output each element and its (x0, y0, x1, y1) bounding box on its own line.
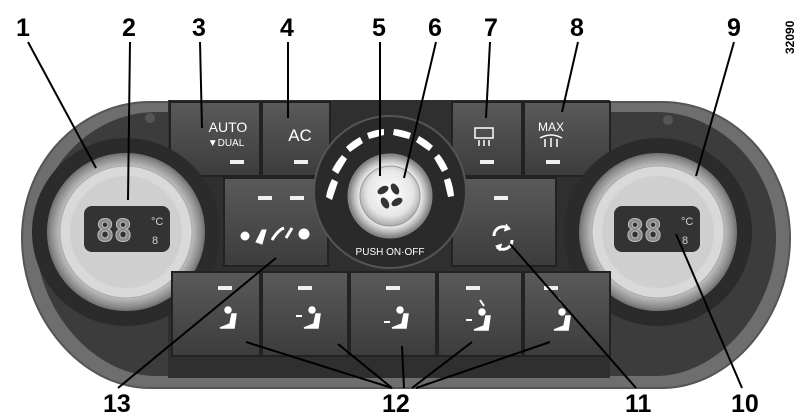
left-unit-sub: 8 (152, 235, 158, 247)
callout-3: 3 (192, 14, 206, 42)
left-temperature-display (84, 206, 170, 252)
callout-2: 2 (122, 14, 136, 42)
right-display-digits: 88 (626, 214, 662, 249)
top-button-row: AUTO ▼DUAL AC MAX (169, 101, 611, 177)
callout-11: 11 (625, 390, 652, 418)
max-label: MAX (538, 120, 564, 134)
airflow-icon-3 (384, 306, 409, 329)
rear-defrost-indicator (480, 160, 494, 164)
auto-label: AUTO (209, 119, 248, 135)
left-unit-label: °C (151, 216, 163, 228)
vent-button-3[interactable] (349, 271, 437, 357)
callout-numbers: 1 2 3 4 5 6 7 8 9 13 12 11 10 (16, 14, 759, 418)
fan-speed-knob[interactable]: PUSH ON·OFF (313, 115, 467, 269)
callout-12: 12 (382, 390, 410, 418)
distribution-indicator-2 (290, 196, 304, 200)
ac-indicator (294, 160, 308, 164)
callout-1: 1 (16, 14, 30, 42)
airflow-icon-2 (296, 306, 321, 329)
airflow-icon-4 (466, 299, 491, 331)
fan-icon (377, 183, 403, 209)
right-unit-sub: 8 (682, 235, 688, 247)
callout-7: 7 (484, 14, 498, 42)
left-display-digits: 88 (96, 214, 132, 249)
vent-indicators (218, 286, 558, 290)
callout-10: 10 (731, 390, 759, 418)
leader-lines (27, 41, 743, 389)
right-temperature-knob[interactable]: 88 °C 8 (564, 115, 752, 326)
ac-label: AC (288, 126, 312, 145)
callout-6: 6 (428, 14, 442, 42)
bottom-button-row (171, 271, 611, 357)
seat-airflow-icons (219, 297, 571, 331)
callout-9: 9 (727, 14, 741, 42)
recirculation-button[interactable] (451, 177, 557, 267)
max-indicator (546, 160, 560, 164)
recirculation-indicator (494, 196, 508, 200)
vent-button-1[interactable] (171, 271, 261, 357)
callout-4: 4 (280, 14, 294, 42)
recirculation-icon (492, 223, 514, 252)
windshield-defrost-icon (539, 134, 563, 147)
right-unit-label: °C (681, 216, 693, 228)
distribution-indicator-1 (258, 196, 272, 200)
callout-5: 5 (372, 14, 386, 42)
callout-8: 8 (570, 14, 584, 42)
callout-13: 13 (103, 390, 131, 418)
rear-defrost-icon (474, 127, 494, 146)
push-on-off-label: PUSH ON·OFF (356, 247, 425, 258)
auto-indicator (230, 160, 244, 164)
middle-row (223, 177, 557, 267)
distribution-mode-button[interactable] (223, 177, 329, 267)
figure-code: 32090 (783, 20, 797, 54)
distribution-icon (240, 226, 310, 245)
dual-label: ▼DUAL (208, 138, 245, 149)
vent-button-2[interactable] (261, 271, 349, 357)
airflow-icon-1 (219, 306, 237, 329)
